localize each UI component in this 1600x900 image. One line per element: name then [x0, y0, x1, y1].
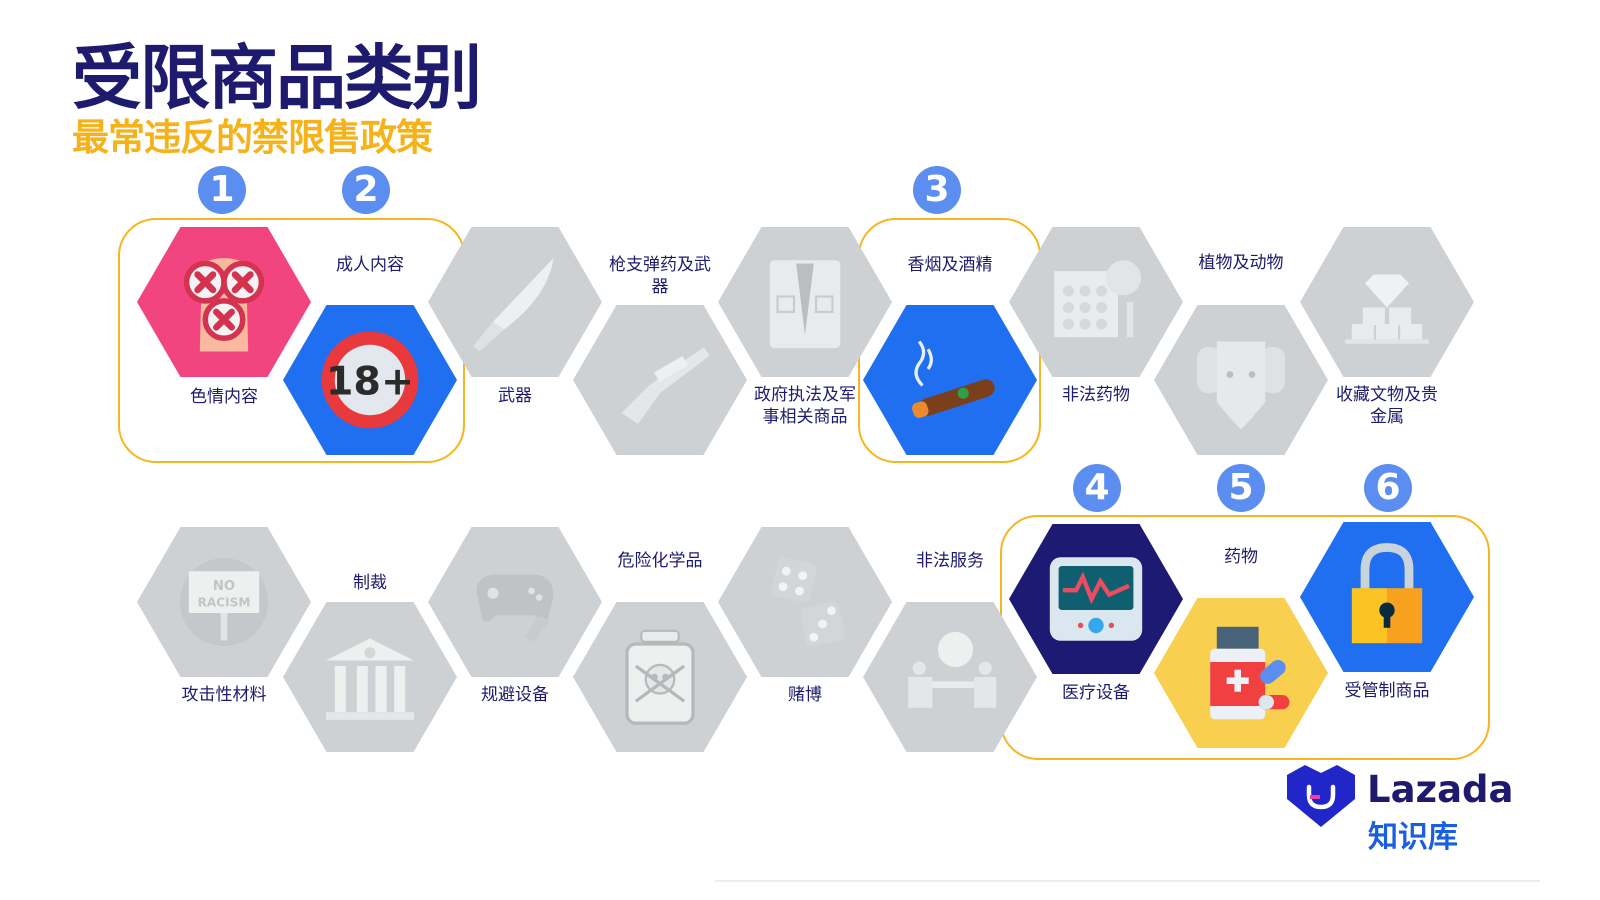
rifle-icon — [621, 347, 710, 424]
padlock-icon — [1351, 543, 1423, 644]
rank-badge-3: 3 — [913, 166, 961, 214]
category-label-collectibles-line1: 收藏文物及贵 — [1336, 385, 1438, 405]
category-tile-offensive-materials: NO RACISM — [137, 527, 311, 677]
category-label-government-military-line1: 政府执法及军 — [754, 385, 856, 405]
handover-icon — [908, 631, 997, 708]
category-tile-illegal-services — [863, 602, 1037, 752]
category-label-circumvention-devices: 规避设备 — [481, 685, 549, 705]
category-label-controlled-goods: 受管制商品 — [1344, 681, 1430, 701]
category-tile-medical-devices — [1009, 524, 1183, 674]
rank-badge-5: 5 — [1217, 464, 1265, 512]
rank-badge-1: 1 — [198, 166, 246, 214]
category-label-firearms-line1: 枪支弹药及武 — [609, 255, 711, 275]
category-label-government-military: 政府执法及军 事相关商品 — [718, 384, 892, 428]
category-tile-tobacco-alcohol — [863, 305, 1037, 455]
category-label-medicine: 药物 — [1224, 547, 1258, 567]
category-label-collectibles-precious-metals: 收藏文物及贵 金属 — [1300, 384, 1474, 428]
category-label-offensive-materials: 攻击性材料 — [181, 685, 267, 705]
lazada-brand-text: Lazada — [1367, 768, 1514, 811]
category-tile-illegal-drugs — [1009, 227, 1183, 377]
category-tile-controlled-goods — [1300, 522, 1474, 672]
category-tile-pornography — [137, 227, 311, 377]
category-tile-government-military — [718, 227, 892, 377]
dice-icon — [771, 557, 845, 647]
gold-bars-icon — [1345, 274, 1429, 344]
category-label-pornography: 色情内容 — [190, 387, 258, 407]
bottom-divider-2 — [1130, 880, 1540, 883]
bottom-divider — [715, 880, 1135, 883]
category-label-illegal-drugs: 非法药物 — [1062, 385, 1130, 405]
category-tile-sanctions — [283, 602, 457, 752]
poison-jar-icon — [625, 629, 695, 725]
category-label-medical-devices: 医疗设备 — [1062, 683, 1130, 703]
no-racism-sign-icon: NO RACISM — [180, 558, 268, 646]
svg-text:NO: NO — [213, 579, 235, 594]
category-tile-firearms — [573, 305, 747, 455]
category-tile-medicine — [1154, 598, 1328, 748]
category-label-tobacco-alcohol: 香烟及酒精 — [907, 255, 993, 275]
category-label-firearms: 枪支弹药及武 器 — [573, 254, 747, 298]
rank-badge-2: 2 — [342, 166, 390, 214]
elephant-icon — [1197, 341, 1285, 430]
pills-icon — [1054, 260, 1142, 338]
category-tile-circumvention-devices — [428, 527, 602, 677]
category-label-hazardous-chemicals: 危险化学品 — [617, 551, 703, 571]
page-subtitle: 最常违反的禁限售政策 — [72, 116, 433, 159]
courthouse-icon — [326, 638, 414, 720]
category-label-sanctions: 制裁 — [353, 573, 387, 593]
x-marks-icon — [183, 258, 265, 352]
category-tile-hazardous-chemicals — [573, 602, 747, 752]
medicine-bottle-icon — [1210, 626, 1290, 720]
category-label-weapons: 武器 — [498, 386, 532, 406]
lazada-logo-icon — [1287, 765, 1355, 827]
knife-icon — [473, 258, 554, 352]
category-label-adult-content: 成人内容 — [336, 255, 404, 275]
category-tile-plants-animals — [1154, 305, 1328, 455]
gamepad-icon — [476, 574, 554, 643]
svg-text:RACISM: RACISM — [198, 595, 251, 609]
category-label-government-military-line2: 事相关商品 — [762, 407, 848, 427]
18-plus-icon: 18+ — [321, 331, 419, 429]
rank-badge-4: 4 — [1073, 464, 1121, 512]
category-label-plants-animals: 植物及动物 — [1198, 253, 1284, 273]
monitor-icon — [1049, 557, 1143, 641]
category-tile-weapons — [428, 227, 602, 377]
cigar-icon — [912, 340, 995, 418]
page-title: 受限商品类别 — [72, 37, 482, 119]
category-label-firearms-line2: 器 — [651, 277, 669, 297]
category-tile-collectibles-precious-metals — [1300, 227, 1474, 377]
category-label-collectibles-line2: 金属 — [1370, 407, 1404, 427]
category-tile-adult-content: 18+ — [283, 305, 457, 455]
category-tile-gambling — [718, 527, 892, 677]
category-label-illegal-services: 非法服务 — [916, 551, 984, 571]
rank-badge-6: 6 — [1364, 464, 1412, 512]
svg-text:18+: 18+ — [326, 358, 414, 404]
category-label-gambling: 赌博 — [788, 685, 822, 705]
uniform-icon — [769, 260, 841, 349]
knowledge-base-text: 知识库 — [1368, 820, 1458, 855]
